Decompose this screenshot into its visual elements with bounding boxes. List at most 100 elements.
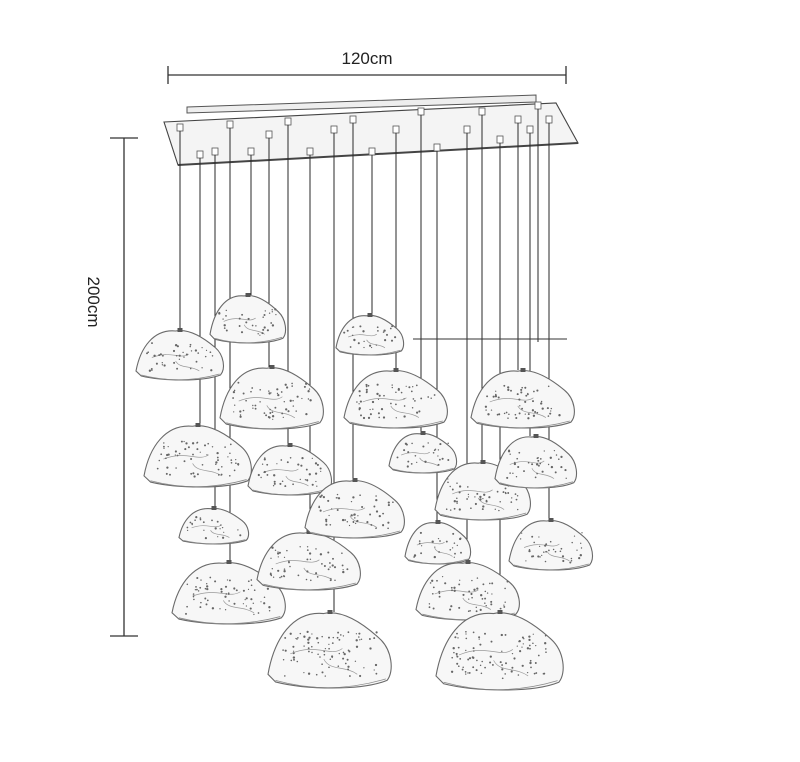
shade-speckle — [547, 463, 550, 466]
pendant-shade — [343, 368, 448, 429]
shade-speckle — [470, 592, 473, 596]
shade-speckle — [527, 417, 530, 420]
shade-speckle — [521, 636, 524, 639]
shade-speckle — [284, 383, 287, 386]
shade-speckle — [271, 415, 275, 418]
shade-speckle — [279, 576, 281, 579]
pendant-shade — [256, 530, 361, 591]
shade-speckle — [353, 514, 355, 516]
shade-speckle — [161, 362, 163, 364]
shade-speckle — [204, 597, 207, 600]
shade-speckle — [194, 589, 197, 591]
shade-speckle — [403, 398, 405, 400]
shade-speckle — [223, 531, 225, 533]
shade-speckle — [262, 316, 264, 318]
shade-speckle — [400, 391, 403, 394]
canopy-front-edge — [177, 142, 579, 166]
shade-speckle — [573, 535, 576, 537]
shade-speckle — [301, 397, 303, 400]
shade-speckle — [534, 476, 537, 479]
shade-speckle — [206, 587, 209, 591]
shade-speckle — [499, 661, 502, 664]
shade-speckle — [169, 473, 171, 476]
shade-speckle — [305, 412, 308, 416]
shade-speckle — [342, 569, 344, 571]
shade-speckle — [529, 647, 531, 650]
shade-speckle — [499, 607, 502, 610]
shade-speckle — [329, 566, 331, 568]
shade-speckle — [283, 568, 286, 570]
shade-speckle — [374, 663, 378, 667]
shade-speckle — [233, 602, 236, 605]
shade-speckle — [359, 674, 362, 678]
shade-rim — [408, 558, 468, 565]
shade-speckle — [206, 585, 209, 588]
shade-speckle — [558, 458, 560, 460]
shade-speckle — [525, 394, 528, 397]
shade-speckle — [148, 369, 152, 372]
shade-rim — [226, 421, 319, 430]
shade-speckle — [204, 537, 207, 540]
shade-speckle — [216, 451, 219, 455]
shade-speckle — [346, 520, 349, 523]
shade-speckle — [489, 582, 491, 585]
shade-speckle — [468, 590, 471, 593]
shade-speckle — [319, 467, 322, 470]
shade-speckle — [438, 595, 441, 598]
shade-speckle — [437, 537, 440, 540]
shade-speckle — [146, 352, 148, 355]
shade-speckle — [445, 540, 448, 543]
shade-rim — [443, 680, 558, 691]
shade-speckle — [229, 452, 231, 455]
shade-speckle — [263, 326, 266, 329]
shade-speckle — [497, 396, 500, 399]
shade-speckle — [271, 568, 273, 570]
shade-speckle — [328, 636, 330, 639]
shade-speckle — [380, 408, 384, 411]
shade-speckle — [349, 346, 352, 348]
shade-speckle — [314, 472, 318, 475]
shade-speckle — [484, 632, 486, 635]
shade-rim — [275, 678, 386, 689]
shade-speckle — [163, 364, 166, 367]
shade-speckle — [314, 462, 318, 465]
pendant-shade — [470, 368, 575, 429]
shade-speckle — [405, 443, 408, 446]
shade-speckle — [369, 413, 372, 416]
shade-speckle — [247, 317, 250, 320]
pendant-shade — [404, 520, 472, 565]
shade-body — [388, 432, 458, 474]
shade-speckle — [504, 673, 506, 675]
shade-speckle — [495, 390, 497, 392]
shade-speckle — [316, 576, 319, 578]
cord-holder — [247, 147, 255, 156]
shade-speckle — [328, 562, 331, 564]
shade-speckle — [259, 389, 262, 391]
shade-speckle — [478, 636, 481, 639]
shade-speckle — [451, 547, 454, 549]
shade-speckle — [518, 398, 521, 401]
shade-speckle — [259, 401, 261, 403]
shade-speckle — [466, 498, 469, 500]
shade-speckle — [508, 413, 510, 415]
shade-speckle — [391, 325, 394, 328]
shade-speckle — [570, 559, 573, 562]
shade-speckle — [506, 580, 509, 583]
shade-speckle — [272, 485, 275, 487]
shade-cap — [226, 560, 232, 564]
shade-speckle — [501, 664, 504, 666]
shade-speckle — [501, 650, 503, 652]
shade-speckle — [523, 638, 525, 640]
shade-speckle — [328, 643, 330, 646]
shade-speckle — [369, 408, 371, 411]
shade-speckle — [518, 412, 521, 415]
shade-speckle — [156, 467, 159, 470]
shade-speckle — [219, 608, 221, 610]
shade-speckle — [550, 410, 552, 412]
shade-speckle — [424, 460, 427, 463]
shade-speckle — [160, 453, 163, 456]
shade-speckle — [439, 458, 441, 461]
shade-speckle — [347, 665, 350, 668]
shade-speckle — [521, 664, 524, 667]
shade-speckle — [438, 592, 441, 595]
